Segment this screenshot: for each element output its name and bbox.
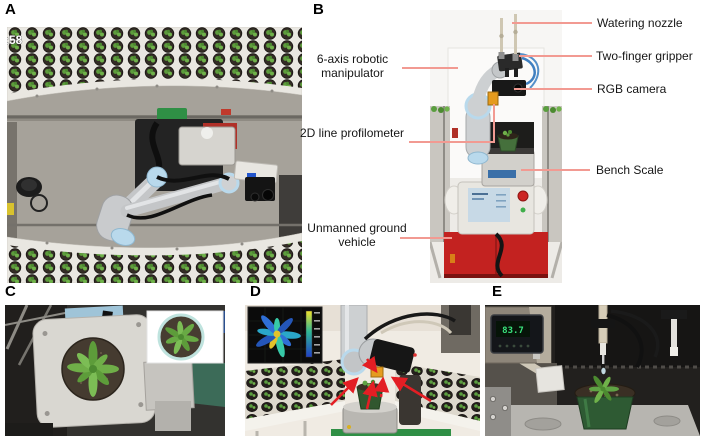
plant-rosette (67, 341, 119, 397)
watering-nozzle-label: Watering nozzle (597, 16, 683, 30)
white-junction-box (535, 365, 565, 393)
arrow-down-icon (361, 355, 378, 374)
green-basket (157, 108, 187, 121)
manipulator-leader-line (402, 67, 458, 69)
pneumatic-tube (521, 56, 536, 86)
scale-readout: 83.7 (502, 326, 524, 336)
panel-a-scene: :58 (7, 27, 302, 283)
camera-timestamp-overlay: :58 (7, 33, 23, 47)
camera-lens-icon (262, 189, 274, 201)
panel-d-scene (245, 305, 480, 436)
manipulator-label: 6-axis robotic manipulator (305, 52, 400, 80)
robot-arm-front (464, 52, 540, 165)
plant-table-left (245, 359, 345, 436)
sensor-head (369, 339, 415, 373)
scale-display-inset: 83.7 (485, 306, 552, 364)
arrow-right-icon (390, 376, 432, 403)
panel-d-letter: D (250, 283, 262, 300)
colorbar (305, 310, 313, 358)
panel-c-photo (5, 305, 225, 436)
plant-tray-top (7, 27, 302, 102)
bench-scale-label: Bench Scale (596, 163, 664, 177)
rgb-camera-label: RGB camera (597, 82, 667, 96)
panel-c-scene (5, 305, 225, 436)
seedling-rosette (589, 375, 619, 403)
heatmap-rosette (256, 315, 301, 358)
plant-pot-watering (574, 375, 636, 430)
manipulator-label-line1: 6-axis robotic (316, 52, 389, 66)
teach-pendant (457, 181, 535, 235)
estop-button-icon (517, 190, 529, 202)
bench-scale (481, 148, 535, 187)
side-bench-left (430, 106, 450, 279)
panel-e-scene: 83.7 (485, 305, 700, 436)
bench-scale-leader-line (521, 169, 590, 171)
two-finger-gripper-leader-line (519, 55, 592, 57)
panel-a-photo: :58 (7, 27, 302, 283)
panel-e-photo: 83.7 (485, 305, 700, 436)
panel-a-letter: A (5, 1, 17, 18)
profilometer-leader-line-h (409, 141, 495, 143)
ugv-label: Unmanned ground vehicle (302, 221, 412, 249)
spare-nozzle (661, 310, 687, 356)
watering-nozzles (498, 14, 519, 61)
ugv-label-line1: Unmanned ground (307, 221, 407, 235)
water-droplet-icon (601, 367, 606, 375)
pendant-cable (494, 232, 504, 278)
ugv-leader-line (400, 237, 452, 239)
panel-b-photo (430, 10, 562, 283)
plant-pot-on-scale (497, 130, 519, 152)
annotation-arrows (330, 355, 432, 410)
arrow-left-icon (330, 377, 359, 406)
profilometer-label: 2D line profilometer (300, 126, 405, 140)
panel-e-letter: E (492, 283, 503, 300)
plant-pot-topview (61, 337, 125, 401)
manipulator-label-line2: manipulator (321, 66, 384, 80)
scale-body-left (485, 387, 511, 436)
arrow-up-icon (362, 380, 378, 410)
heightmap-inset (247, 306, 323, 364)
segmented-inset (146, 310, 224, 364)
robot-arm-overhead (96, 160, 279, 246)
ugv-body (444, 232, 548, 278)
panel-b-scene (430, 10, 562, 283)
side-bench-right (542, 106, 562, 279)
watering-nozzle-leader-line (512, 22, 592, 24)
plant-tray-bottom (7, 232, 302, 283)
watering-nozzle-closeup (591, 305, 660, 375)
ugv-label-line2: vehicle (338, 235, 376, 249)
profilometer-leader-line-v (493, 104, 495, 143)
panel-d-photo (245, 305, 480, 436)
rgb-camera-leader-line (514, 88, 592, 90)
yellow-marker (7, 203, 14, 215)
two-finger-gripper-label: Two-finger gripper (596, 49, 693, 63)
panel-c-letter: C (5, 283, 17, 300)
panel-b-letter: B (313, 1, 325, 18)
